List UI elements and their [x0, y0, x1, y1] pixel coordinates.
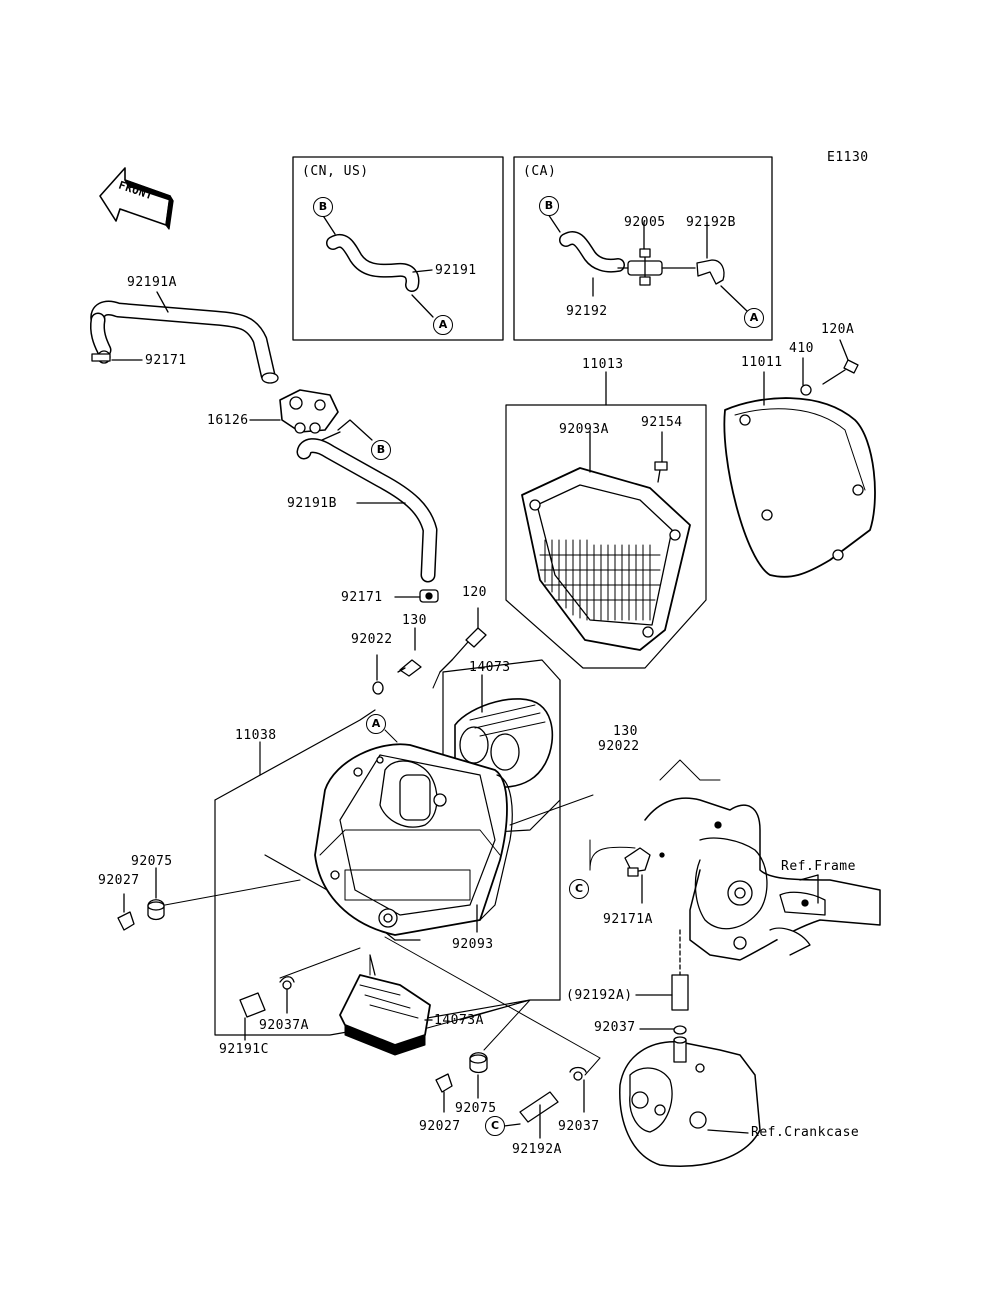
label-92171A: 92171A — [603, 912, 653, 927]
label-92192: 92192 — [566, 304, 608, 319]
marker-b-cn-us: B — [313, 197, 333, 217]
label-92171-lower: 92171 — [341, 590, 383, 605]
label-11038: 11038 — [235, 728, 277, 743]
ref-crankcase-label: Ref.Crankcase — [751, 1125, 860, 1140]
marker-a-ca: A — [744, 308, 764, 328]
label-92154: 92154 — [641, 415, 683, 430]
hose-92191A — [90, 291, 279, 384]
label-92027-bottom: 92027 — [419, 1119, 461, 1134]
label-92171: 92171 — [145, 353, 187, 368]
label-92037A: 92037A — [259, 1018, 309, 1033]
bolt-130-left — [397, 627, 422, 677]
box-label-ca: (CA) — [523, 164, 557, 179]
label-92191A: 92191A — [127, 275, 177, 290]
label-120: 120 — [462, 585, 487, 600]
label-92022-right: 92022 — [598, 739, 640, 754]
label-92005: 92005 — [624, 215, 666, 230]
label-92192A-paren: (92192A) — [566, 988, 633, 1003]
label-14073: 14073 — [469, 660, 511, 675]
label-92191C: 92191C — [219, 1042, 269, 1057]
clamp-92171 — [91, 350, 143, 364]
leader-lines — [164, 671, 636, 1076]
marker-a-cn-us: A — [433, 315, 453, 335]
clamp-92171A — [624, 847, 665, 904]
label-120A: 120A — [821, 322, 855, 337]
cn-us-box — [292, 156, 504, 341]
label-92037-right: 92037 — [594, 1020, 636, 1035]
frame-assembly — [644, 759, 881, 961]
label-410: 410 — [789, 341, 814, 356]
ca-box — [513, 156, 773, 341]
label-14073A: 14073A — [434, 1013, 484, 1028]
ref-frame-label: Ref.Frame — [781, 859, 856, 874]
label-92075-bottom: 92075 — [455, 1101, 497, 1116]
label-92022-left: 92022 — [351, 632, 393, 647]
clamp-92171-lower — [394, 589, 439, 603]
hose-92192-assembly — [547, 213, 748, 312]
cover-11011 — [723, 371, 876, 578]
hose-92191C — [239, 992, 266, 1041]
marker-c-right: C — [569, 879, 589, 899]
marker-b-ca: B — [539, 196, 559, 216]
duct-14073A — [339, 954, 433, 1056]
airbox-11038 — [314, 743, 513, 936]
label-92037-bottom: 92037 — [558, 1119, 600, 1134]
clamp-92037A — [279, 976, 295, 1014]
clamp-92037-right — [639, 1025, 687, 1035]
collar-92027-bottom — [435, 1073, 453, 1113]
bolt-120A — [822, 339, 859, 385]
clamp-92037-bottom — [569, 1066, 587, 1113]
hose-92192A-bottom — [503, 1091, 559, 1139]
label-11013: 11013 — [582, 357, 624, 372]
grommet-92075-bottom — [469, 1052, 488, 1099]
label-16126: 16126 — [207, 413, 249, 428]
label-130-left: 130 — [402, 613, 427, 628]
marker-a-main: A — [366, 714, 386, 734]
label-92191: 92191 — [435, 263, 477, 278]
hose-92191B — [296, 438, 438, 583]
washer-410 — [800, 357, 812, 396]
crankcase — [619, 1036, 761, 1167]
bolt-120 — [439, 607, 487, 673]
marker-c-bottom: C — [485, 1116, 505, 1136]
front-arrow-icon — [99, 167, 174, 230]
label-92191B: 92191B — [287, 496, 337, 511]
label-130-right: 130 — [613, 724, 638, 739]
label-11011: 11011 — [741, 355, 783, 370]
reed-valve-16126 — [249, 389, 373, 441]
collar-92027-left — [117, 893, 135, 931]
diagram-code: E1130 — [827, 150, 869, 165]
hose-92191 — [321, 213, 434, 318]
box-label-cn-us: (CN, US) — [302, 164, 369, 179]
label-92192A-bottom: 92192A — [512, 1142, 562, 1157]
label-92027-left: 92027 — [98, 873, 140, 888]
label-92192B: 92192B — [686, 215, 736, 230]
filter-assembly-11013 — [505, 371, 707, 669]
grommet-92075-left — [147, 867, 165, 921]
label-92075-left: 92075 — [131, 854, 173, 869]
hose-92192A-vertical — [635, 929, 689, 1011]
label-92093: 92093 — [452, 937, 494, 952]
marker-b-main: B — [371, 440, 391, 460]
label-92093A: 92093A — [559, 422, 609, 437]
screw-92154 — [654, 431, 668, 483]
washer-92022-left — [372, 654, 384, 695]
